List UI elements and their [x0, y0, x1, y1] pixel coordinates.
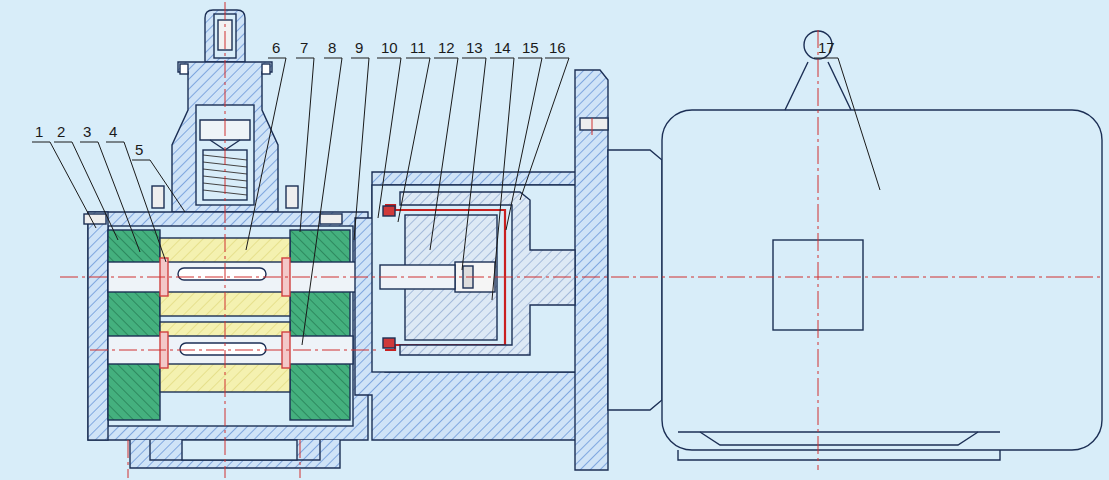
callout-number: 14 — [493, 40, 512, 56]
callout-number: 3 — [82, 124, 92, 140]
callout-number: 1 — [34, 124, 44, 140]
callout-number: 2 — [56, 124, 66, 140]
callout-number: 16 — [548, 40, 567, 56]
callout-number: 17 — [817, 40, 836, 56]
callout-number: 7 — [299, 40, 309, 56]
callout-number: 5 — [134, 142, 144, 158]
callout-number: 6 — [271, 40, 281, 56]
callout-number: 12 — [437, 40, 456, 56]
callout-number: 13 — [465, 40, 484, 56]
callout-number: 10 — [380, 40, 399, 56]
leader-lines — [32, 58, 880, 345]
callout-number: 15 — [521, 40, 540, 56]
callout-number: 9 — [354, 40, 364, 56]
callout-number: 11 — [409, 40, 427, 56]
callout-number: 8 — [327, 40, 337, 56]
callout-number: 4 — [108, 124, 118, 140]
